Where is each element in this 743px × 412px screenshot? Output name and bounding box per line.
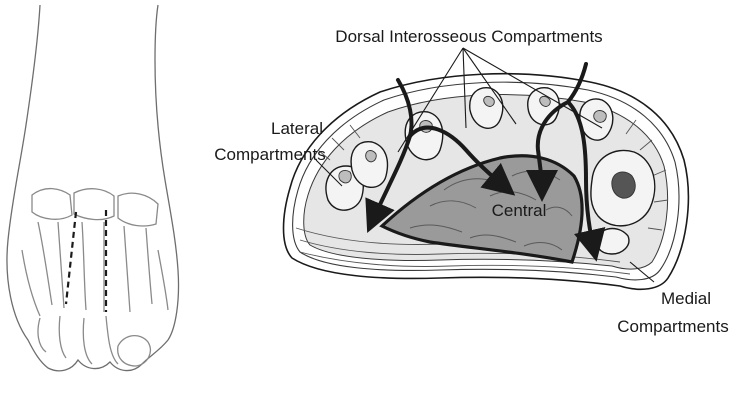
sesamoid-bone xyxy=(597,229,629,255)
medial-compartments-label-line2: Compartments xyxy=(617,317,728,336)
lateral-compartments-label-line2: Compartments xyxy=(214,145,325,164)
foot-outline xyxy=(7,5,179,371)
medial-compartments-label-line1: Medial xyxy=(661,289,711,308)
foot-dorsal-view xyxy=(7,5,179,371)
lateral-compartments-label-line1: Lateral xyxy=(271,119,323,138)
foot-bones xyxy=(22,189,168,316)
central-label: Central xyxy=(492,201,547,220)
cross-section xyxy=(284,48,689,289)
foot-toes xyxy=(38,316,150,366)
incision-line-lateral xyxy=(66,212,76,304)
dorsal-interosseous-label: Dorsal Interosseous Compartments xyxy=(335,27,602,46)
metatarsal-bone-2 xyxy=(351,142,387,188)
